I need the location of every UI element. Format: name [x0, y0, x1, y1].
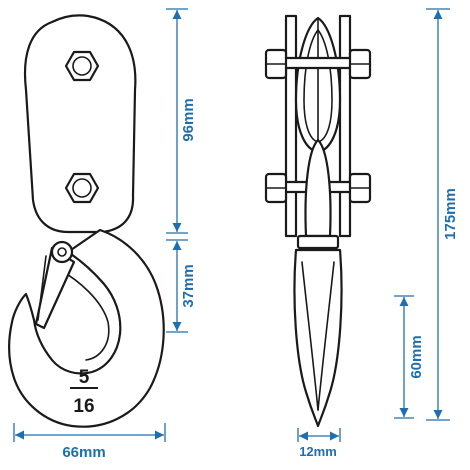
dimension-width: 66mm — [13, 423, 166, 461]
hook-height-label: 37mm — [180, 264, 197, 307]
hook-body — [8, 228, 165, 428]
dimension-hook-height: 37mm — [166, 239, 197, 333]
top-bolt — [274, 56, 362, 70]
marking-denominator: 16 — [73, 396, 94, 417]
body-height-label: 96mm — [180, 98, 197, 141]
top-nut-icon — [64, 50, 100, 82]
swivel-neck — [304, 138, 332, 238]
side-view — [264, 14, 372, 428]
side-plate-right — [338, 14, 352, 238]
dimension-thickness: 12mm — [297, 428, 341, 459]
dimension-body-height: 96mm — [166, 8, 197, 234]
dimension-total-height: 175mm — [426, 8, 459, 421]
side-plate-left — [284, 14, 298, 238]
marking-numerator: 5 — [79, 367, 90, 388]
hook-opening-label: 60mm — [408, 335, 425, 378]
hook-side-profile — [293, 248, 343, 428]
latch-pivot — [50, 240, 74, 264]
hook-throat — [59, 269, 110, 361]
swivel-collar — [296, 234, 340, 250]
width-label: 66mm — [62, 444, 105, 461]
front-view: 5 16 — [8, 14, 165, 428]
pulley-side-plate — [23, 14, 137, 234]
dimension-hook-opening: 60mm — [394, 295, 425, 419]
thickness-label: 12mm — [299, 444, 337, 459]
bottom-nut-icon — [64, 172, 100, 204]
total-height-label: 175mm — [442, 188, 459, 240]
